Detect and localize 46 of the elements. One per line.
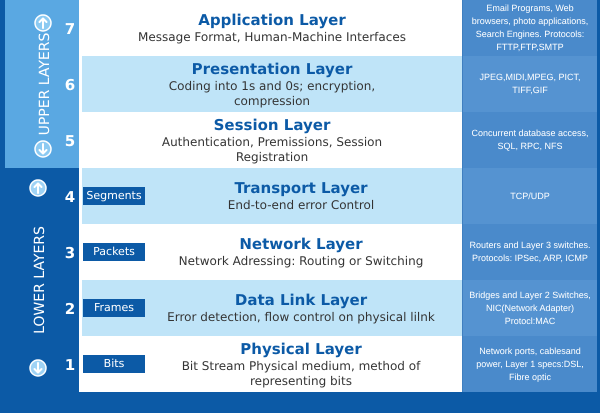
layer-row — [79, 168, 462, 224]
pdu-tag: Bits — [83, 355, 145, 373]
layer-number: 1 — [64, 356, 76, 374]
layer-group-band — [0, 0, 79, 168]
protocol-cell — [462, 336, 600, 392]
group-label: LOWER LAYERS — [32, 226, 48, 334]
layer-title: Network Layer — [239, 235, 363, 254]
pdu-tag: Frames — [83, 299, 145, 317]
protocol-cell — [462, 280, 600, 336]
layer-title: Transport Layer — [234, 179, 368, 198]
layer-description: Network Adressing: Routing or Switching — [178, 254, 424, 269]
group-label: UPPER LAYERS — [37, 32, 53, 136]
pdu-tag: Packets — [83, 243, 145, 261]
protocol-text: Email Programs, Web browsers, photo applications, Search Engines. Protocols: FTTP,FTP,SMTP — [470, 2, 590, 54]
layer-row — [79, 56, 462, 112]
layer-number: 4 — [64, 188, 76, 206]
layer-title: Application Layer — [198, 11, 346, 30]
layer-number: 6 — [64, 76, 76, 94]
layer-description: Bit Stream Physical medium, method of representing bits — [180, 358, 422, 388]
layer-description: End-to-end error Control — [228, 198, 374, 213]
protocol-text: Concurrent database access, SQL, RPC, NFS — [470, 127, 590, 153]
layer-title: Physical Layer — [240, 340, 362, 358]
protocol-cell — [462, 224, 600, 280]
layer-number: 2 — [64, 300, 76, 318]
layer-description: Error detection, flow control on physical lilnk — [167, 310, 435, 325]
protocol-text: Bridges and Layer 2 Switches, NIC(Network Adapter) Protocl:MAC — [468, 288, 592, 328]
layer-description: Message Format, Human-Machine Interfaces — [138, 30, 406, 45]
layer-number: 5 — [64, 132, 76, 150]
layer-number: 3 — [64, 244, 76, 262]
layer-description: Coding into 1s and 0s; encryption, compression — [168, 78, 376, 108]
protocol-text: TCP/UDP — [510, 190, 550, 202]
layer-title: Data Link Layer — [234, 291, 368, 310]
protocol-text: JPEG,MIDI,MPEG, PICT, TIFF,GIF — [478, 71, 582, 97]
layer-title: Session Layer — [214, 116, 330, 134]
layer-row — [79, 280, 462, 336]
protocol-cell — [462, 56, 600, 112]
protocol-cell — [462, 168, 600, 224]
protocol-text: Network ports, cablesand power, Layer 1 specs:DSL, Fibre optic — [475, 344, 585, 384]
layer-title: Presentation Layer — [192, 60, 352, 78]
layer-description: Authentication, Premissions, Session Registration — [160, 134, 384, 164]
pdu-tag: Segments — [83, 187, 145, 205]
protocol-cell — [462, 112, 600, 168]
layer-number: 7 — [64, 20, 76, 38]
protocol-text: Routers and Layer 3 switches. Protocols: IPSec, ARP, ICMP — [468, 239, 592, 265]
protocol-cell — [462, 0, 600, 56]
layer-group-band — [0, 168, 79, 392]
